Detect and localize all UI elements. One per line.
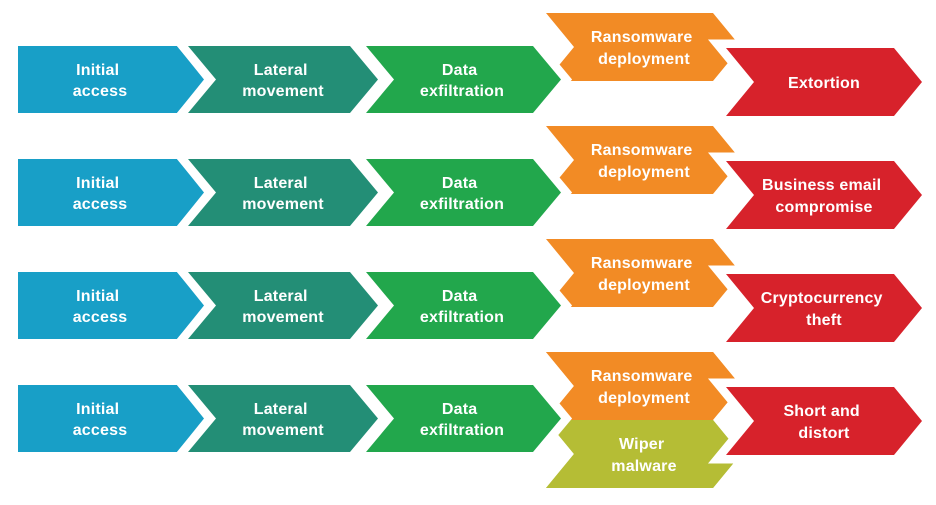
- ransomware-deployment-arrow-fill: [546, 352, 741, 420]
- ransomware-deployment-arrow: [527, 4, 753, 90]
- initial-access-arrow: [9, 263, 215, 348]
- attack-chain-row-1: Initial access Lateral movement Data exf…: [9, 4, 934, 125]
- outcome-label-extortion: Extortion: [788, 75, 860, 92]
- data-exfiltration-label: Data exfiltration: [420, 288, 504, 326]
- ransomware-deployment-arrow: [527, 230, 753, 316]
- data-exfiltration-arrow: [347, 376, 573, 461]
- ransomware-deployment-label: Ransomware deployment: [591, 142, 697, 181]
- ransomware-deployment-arrow: [527, 117, 753, 203]
- lateral-movement-arrow: [169, 376, 390, 461]
- data-exfiltration-label: Data exfiltration: [420, 401, 504, 439]
- attack-chain-row-3: Initial access Lateral movement Data exf…: [9, 230, 934, 351]
- wiper-malware-arrow-fill: [546, 420, 741, 488]
- lateral-movement-arrow: [169, 150, 390, 235]
- data-exfiltration-label: Data exfiltration: [420, 62, 504, 100]
- ransomware-deployment-label: Ransomware deployment: [591, 29, 697, 68]
- attack-chain-row-4: Initial access Lateral movement Data exf…: [9, 343, 934, 497]
- outcome-arrow-business-email-compromise: [707, 152, 934, 238]
- wiper-malware-label: Wiper malware: [611, 436, 676, 475]
- outcome-label-business-email-compromise: Business email compromise: [762, 177, 886, 216]
- initial-access-arrow: [9, 37, 215, 122]
- outcome-arrow-extortion: [707, 39, 934, 125]
- outcome-label-cryptocurrency-theft: Cryptocurrency theft: [761, 290, 888, 329]
- attack-chain-row-2: Initial access Lateral movement Data exf…: [9, 117, 934, 238]
- data-exfiltration-arrow: [347, 263, 573, 348]
- lateral-movement-arrow: [169, 263, 390, 348]
- outcome-arrow-cryptocurrency-theft: [707, 265, 934, 351]
- lateral-movement-label: Lateral movement: [242, 175, 324, 213]
- initial-access-arrow: [9, 150, 215, 235]
- lateral-movement-label: Lateral movement: [242, 62, 324, 100]
- outcome-label-short-and-distort: Short and distort: [783, 403, 864, 442]
- outcome-arrow-short-and-distort: [707, 378, 934, 464]
- initial-access-label: Initial access: [73, 62, 128, 100]
- lateral-movement-label: Lateral movement: [242, 288, 324, 326]
- initial-access-label: Initial access: [73, 175, 128, 213]
- initial-access-label: Initial access: [73, 288, 128, 326]
- data-exfiltration-label: Data exfiltration: [420, 175, 504, 213]
- initial-access-label: Initial access: [73, 401, 128, 439]
- initial-access-arrow: [9, 376, 215, 461]
- data-exfiltration-arrow: [347, 37, 573, 122]
- lateral-movement-arrow: [169, 37, 390, 122]
- lateral-movement-label: Lateral movement: [242, 401, 324, 439]
- ransomware-deployment-label: Ransomware deployment: [591, 368, 697, 407]
- data-exfiltration-arrow: [347, 150, 573, 235]
- ransomware-deployment-label: Ransomware deployment: [591, 255, 697, 294]
